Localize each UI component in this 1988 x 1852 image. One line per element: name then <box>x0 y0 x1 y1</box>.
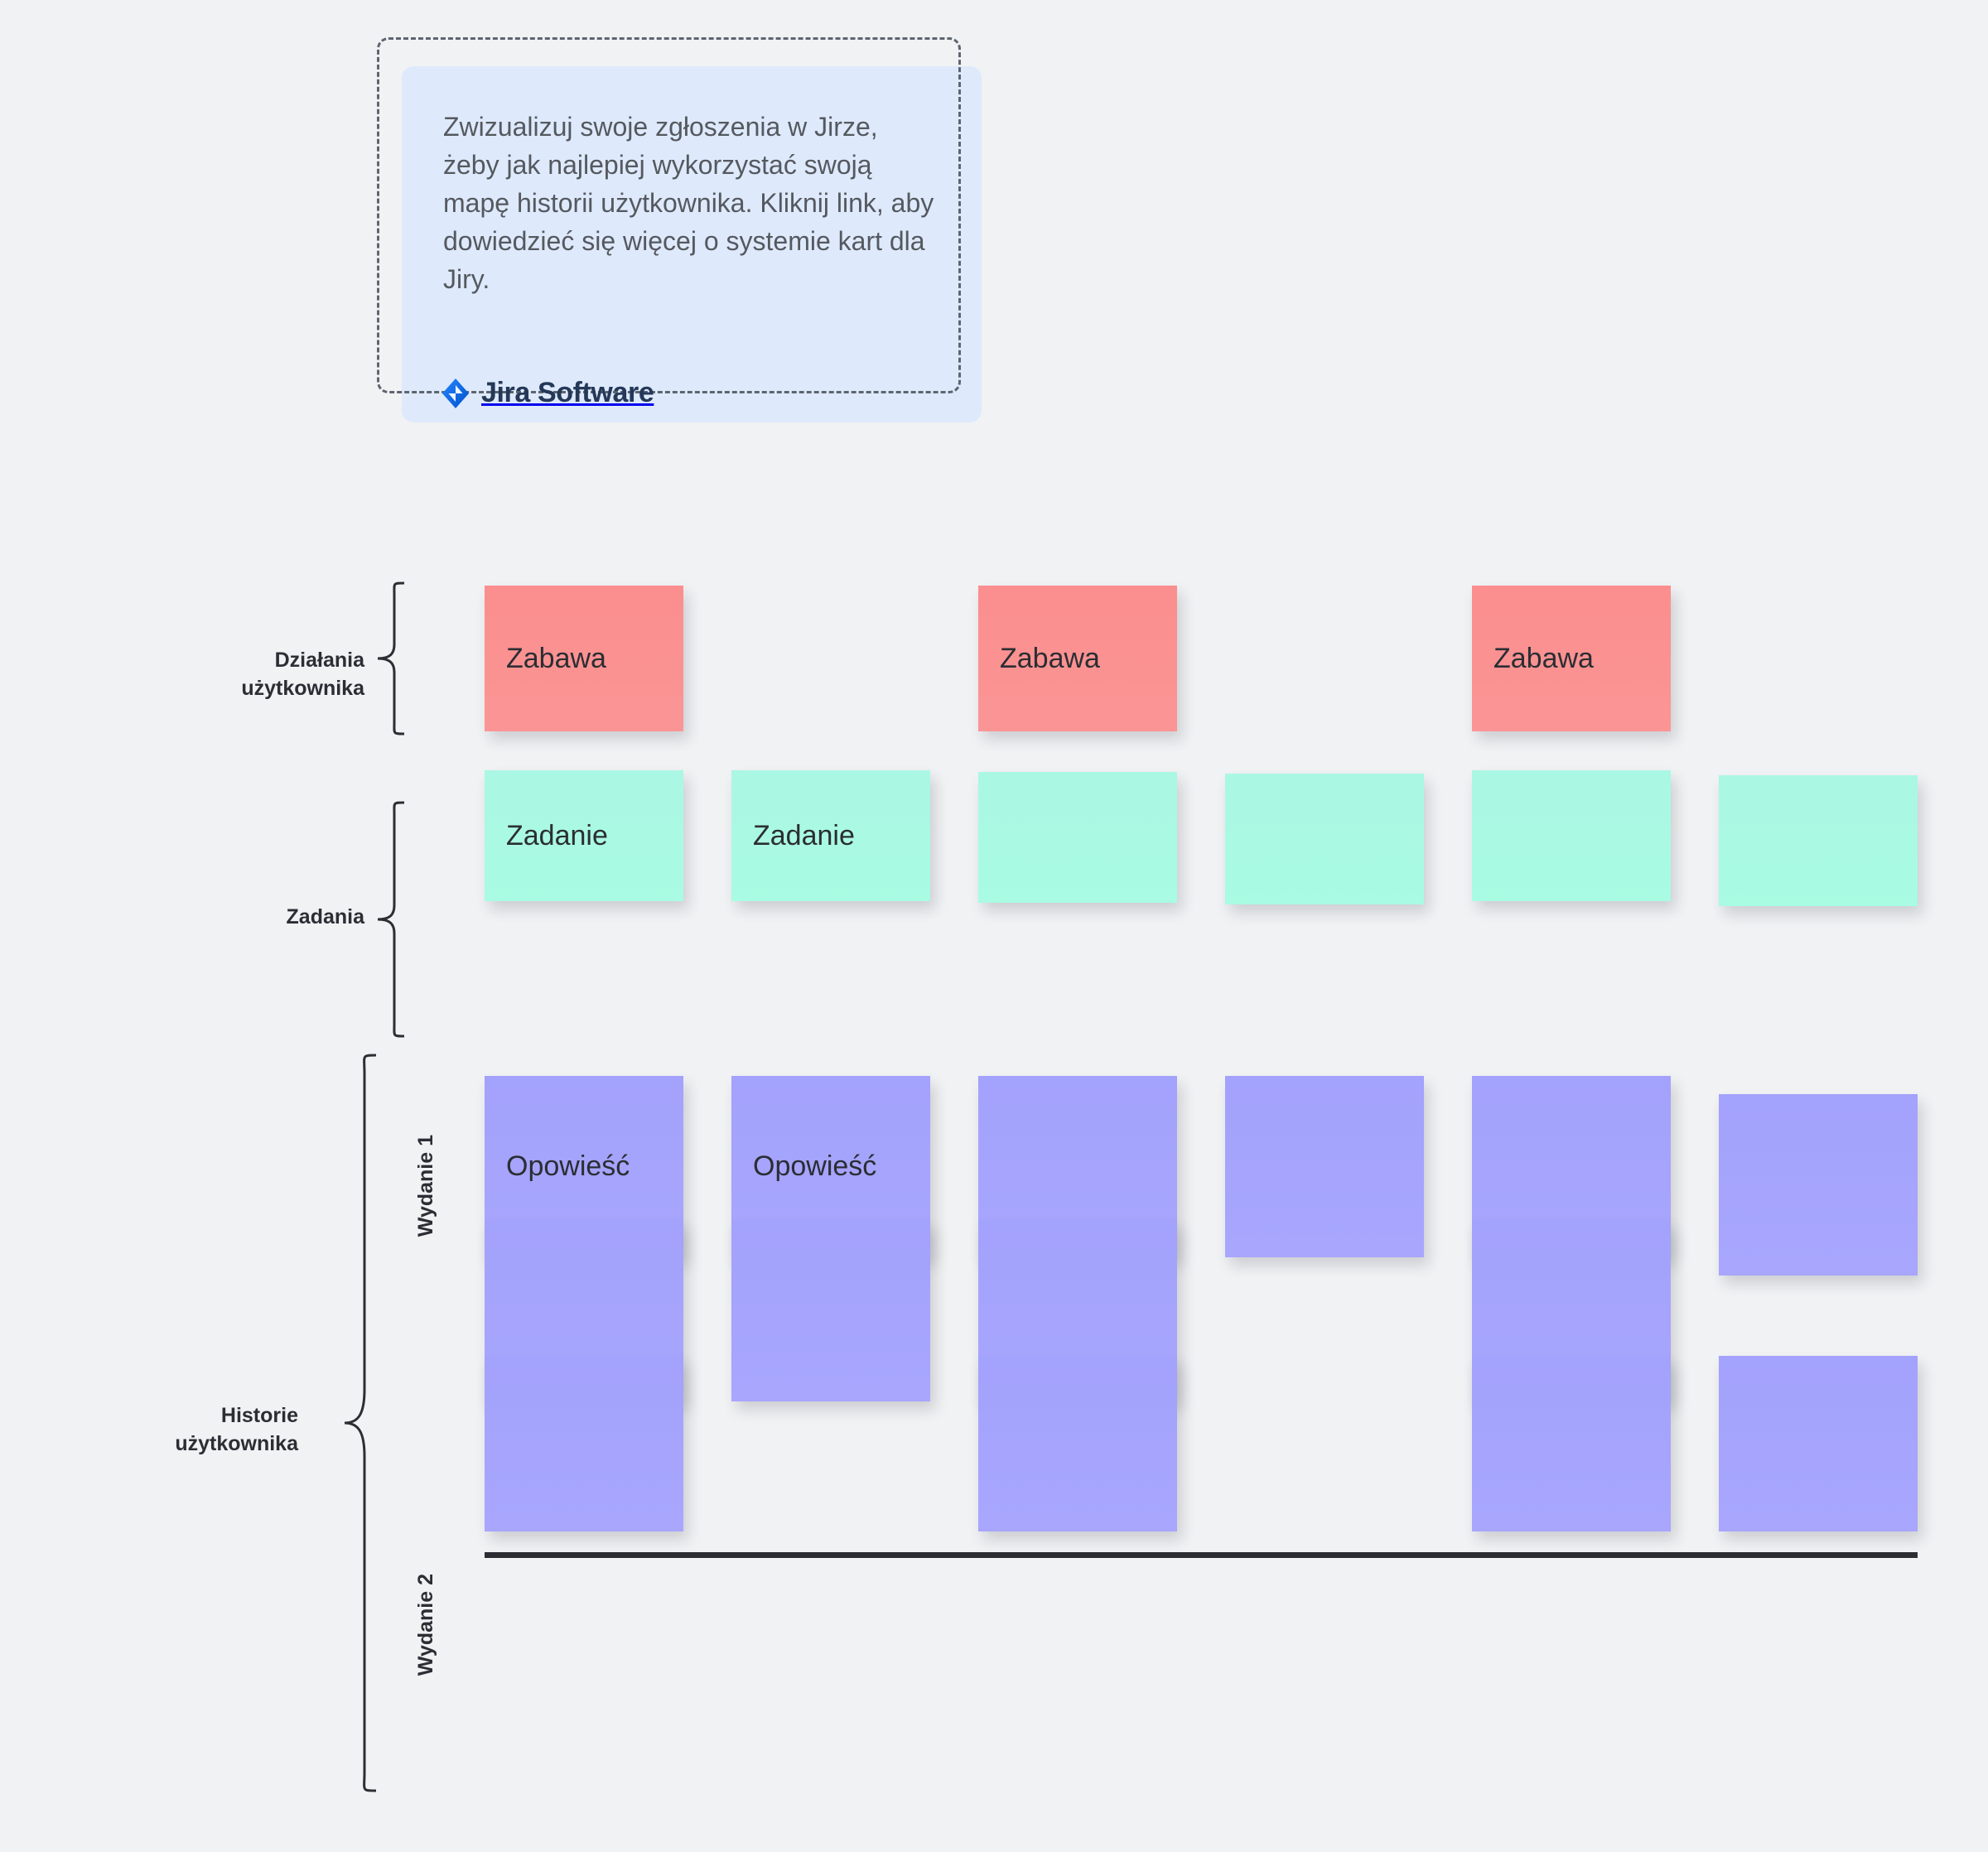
release-separator-line <box>485 1552 1918 1558</box>
jira-logo-icon <box>442 378 469 408</box>
label-user-activities: Działania użytkownika <box>241 649 364 700</box>
sticky-note-task[interactable]: Zadanie <box>485 770 683 901</box>
sticky-note-task[interactable] <box>1719 775 1918 906</box>
sticky-note-story[interactable] <box>978 1356 1177 1531</box>
label-release-2: Wydanie 2 <box>414 1574 437 1676</box>
sticky-note-story[interactable] <box>1719 1094 1918 1276</box>
sticky-note-label: Zadanie <box>506 819 608 851</box>
callout-card-background <box>402 66 982 422</box>
sticky-note-activity[interactable]: Zabawa <box>485 586 683 731</box>
sticky-note-story[interactable] <box>485 1356 683 1531</box>
sticky-note-label: Opowieść <box>753 1150 877 1182</box>
label-release-1: Wydanie 1 <box>414 1135 437 1237</box>
sticky-note-story[interactable] <box>1719 1356 1918 1531</box>
sticky-note-activity[interactable]: Zabawa <box>1472 586 1671 731</box>
sticky-note-activity[interactable]: Zabawa <box>978 586 1177 731</box>
sticky-note-task[interactable] <box>978 772 1177 903</box>
jira-promo-callout: Zwizualizuj swoje zgłoszenia w Jirze, że… <box>377 37 982 422</box>
sticky-note-story[interactable] <box>731 1220 930 1401</box>
jira-brand-label: Jira Software <box>481 377 654 408</box>
sticky-note-label: Zabawa <box>1000 642 1100 674</box>
sticky-note-story[interactable] <box>1472 1356 1671 1531</box>
brace-user-stories <box>344 1054 377 1792</box>
jira-software-link[interactable]: Jira Software <box>442 377 654 409</box>
sticky-note-label: Zadanie <box>753 819 855 851</box>
brace-tasks <box>377 801 405 1038</box>
sticky-note-label: Zabawa <box>1493 642 1594 674</box>
label-tasks: Zadania <box>286 905 364 928</box>
callout-body-text: Zwizualizuj swoje zgłoszenia w Jirze, że… <box>443 112 934 294</box>
sticky-note-label: Opowieść <box>506 1150 630 1182</box>
sticky-note-story[interactable] <box>1225 1076 1424 1257</box>
sticky-note-task[interactable]: Zadanie <box>731 770 930 901</box>
sticky-note-task[interactable] <box>1225 774 1424 904</box>
sticky-note-label: Zabawa <box>506 642 606 674</box>
brace-user-activities <box>377 581 405 735</box>
label-user-stories: Historie użytkownika <box>175 1404 298 1455</box>
sticky-note-task[interactable] <box>1472 770 1671 901</box>
